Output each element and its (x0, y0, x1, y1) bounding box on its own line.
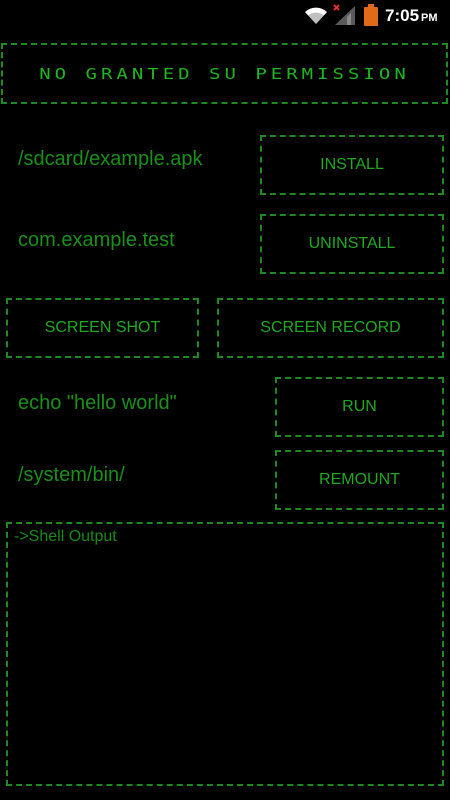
screen-record-button-label: SCREEN RECORD (260, 319, 401, 336)
install-button[interactable]: INSTALL (260, 135, 444, 195)
install-button-label: INSTALL (320, 156, 384, 173)
remount-button-label: REMOUNT (319, 471, 400, 488)
run-button[interactable]: RUN (275, 377, 444, 437)
permission-banner: No Granted SU Permission (1, 43, 448, 104)
screen-shot-button[interactable]: SCREEN SHOT (6, 298, 199, 358)
wifi-icon (305, 7, 327, 24)
mount-path-label: /system/bin/ (18, 464, 125, 486)
signal-icon (333, 4, 355, 25)
apk-path-label: /sdcard/example.apk (18, 148, 203, 170)
screen-shot-button-label: SCREEN SHOT (44, 319, 161, 336)
command-label: echo "hello world" (18, 392, 177, 414)
run-button-label: RUN (342, 398, 377, 415)
permission-banner-text: No Granted SU Permission (39, 64, 410, 83)
package-name-label: com.example.test (18, 229, 175, 251)
screen-record-button[interactable]: SCREEN RECORD (217, 298, 444, 358)
uninstall-button[interactable]: UNINSTALL (260, 214, 444, 274)
shell-output-label: ->Shell Output (14, 528, 117, 545)
clock-ampm: PM (421, 12, 438, 24)
remount-button[interactable]: REMOUNT (275, 450, 444, 510)
uninstall-button-label: UNINSTALL (308, 235, 396, 252)
clock-time: 7:05 (385, 6, 420, 25)
shell-output-panel[interactable]: ->Shell Output (6, 522, 444, 786)
battery-icon (364, 4, 378, 26)
